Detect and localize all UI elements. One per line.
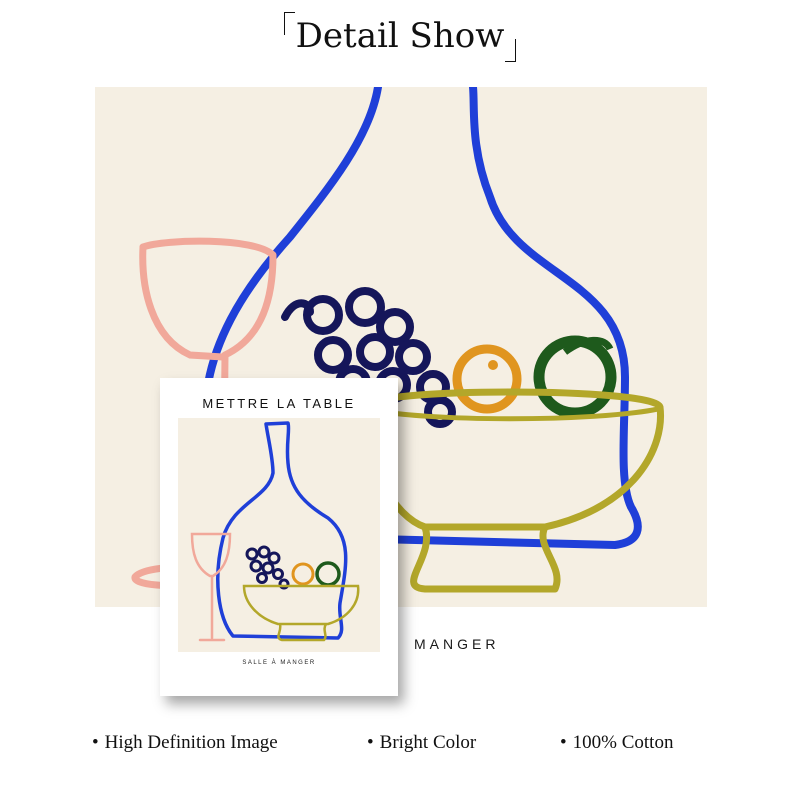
- fruit-bowl-foot: [410, 525, 561, 593]
- bullet-icon: •: [367, 732, 374, 753]
- title-corner-top-left: [283, 12, 295, 35]
- still-life-illustration: [131, 87, 665, 593]
- fruit-bowl: [361, 388, 665, 531]
- page-title: Detail Show: [295, 16, 505, 56]
- feature-list: •High Definition Image •Bright Color •10…: [0, 732, 800, 760]
- poster-grapes: [245, 545, 290, 590]
- poster-bowl: [242, 584, 360, 626]
- wine-glass-bowl: [139, 243, 227, 361]
- poster-bowl-foot: [277, 623, 328, 642]
- bullet-icon: •: [560, 732, 567, 753]
- poster-title: METTRE LA TABLE: [202, 396, 356, 411]
- poster-illustration: [190, 421, 360, 642]
- bottle-outline: [201, 87, 642, 549]
- apple: [533, 335, 617, 419]
- poster-orange: [291, 562, 315, 586]
- title-corner-bottom-right: [505, 39, 517, 62]
- background-label-manger: MANGER: [414, 636, 500, 652]
- poster-apple: [315, 561, 341, 587]
- feature-label: Bright Color: [379, 732, 477, 753]
- header: Detail Show: [0, 10, 800, 62]
- orange: [452, 344, 522, 414]
- poster-artwork: [178, 418, 380, 652]
- feature-label: High Definition Image: [104, 732, 278, 753]
- poster-subtitle: SALLE À MANGER: [242, 660, 316, 666]
- apple-leaf: [562, 336, 614, 355]
- feature-item-color: •Bright Color: [367, 732, 476, 754]
- orange-dot: [488, 360, 498, 370]
- fruit-bowl-rim: [366, 406, 659, 422]
- poster-thumbnail: METTRE LA TABLE SALLE À MA: [160, 378, 398, 696]
- wine-glass-outline: [131, 237, 277, 590]
- feature-item-cotton: •100% Cotton: [560, 732, 673, 754]
- poster-glass: [190, 532, 232, 642]
- page-title-frame: Detail Show: [283, 10, 517, 62]
- poster-bottle: [216, 421, 348, 640]
- feature-item-hd: •High Definition Image: [92, 732, 278, 754]
- bullet-icon: •: [92, 732, 99, 753]
- feature-label: 100% Cotton: [572, 732, 674, 753]
